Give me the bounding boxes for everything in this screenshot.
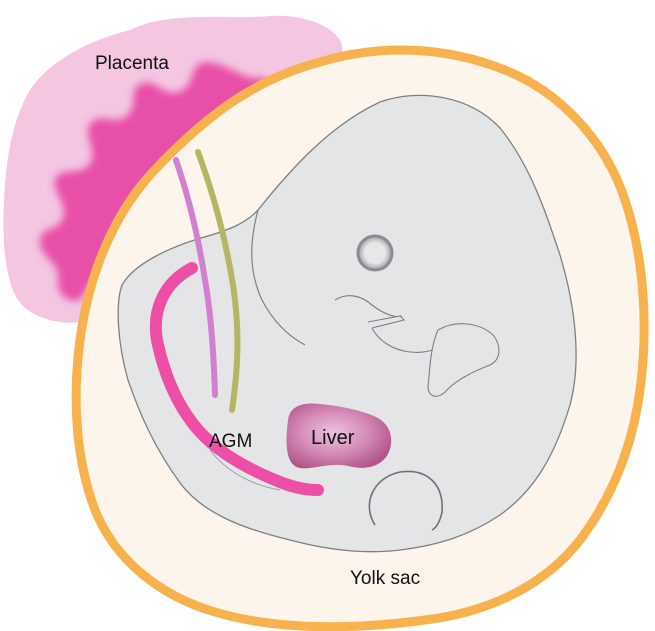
eye — [358, 236, 392, 270]
label-liver: Liver — [311, 427, 355, 449]
label-yolk-sac: Yolk sac — [350, 568, 420, 589]
label-agm: AGM — [209, 431, 252, 452]
label-placenta: Placenta — [95, 53, 169, 74]
